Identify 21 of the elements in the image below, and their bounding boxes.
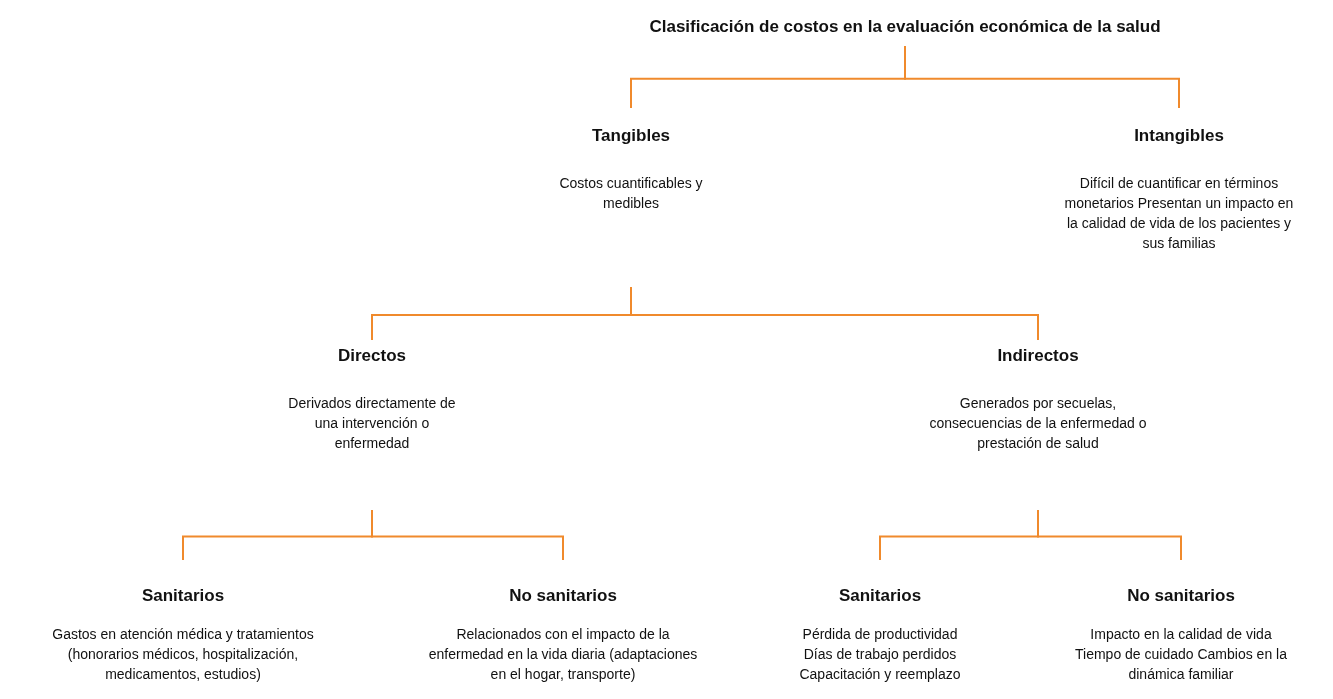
category-description: Pérdida de productividad Días de trabajo perdidos Capacitación y reemplazo [798, 625, 962, 684]
category-heading: Directos [338, 345, 406, 366]
category-heading: Indirectos [997, 345, 1079, 366]
category-description: Derivados directamente de una intervención o enfermedad [287, 394, 457, 453]
category-description: Gastos en atención médica y tratamientos (honorarios médicos, hospitalización, medicamentos, estudios) [51, 625, 315, 684]
category-heading: Tangibles [591, 125, 671, 146]
category-description: Costos cuantificables y medibles [558, 174, 704, 213]
connector-line [371, 509, 564, 561]
category-heading: No sanitarios [509, 585, 617, 606]
category-heading: No sanitarios [1127, 585, 1235, 606]
category-heading: Sanitarios [838, 585, 922, 606]
category-description: Impacto en la calidad de vida Tiempo de cuidado Cambios en la dinámica familiar [1074, 625, 1288, 684]
connector-line [904, 45, 1180, 109]
category-description: Generados por secuelas, consecuencias de la enfermedad o prestación de salud [928, 394, 1148, 453]
category-heading: Sanitarios [141, 585, 225, 606]
category-heading: Intangibles [1134, 125, 1224, 146]
category-description: Difícil de cuantificar en términos monetarios Presentan un impacto en la calidad de vida de los pacientes y sus familias [1064, 174, 1294, 253]
root-category-heading: Clasificación de costos en la evaluación económica de la salud [649, 16, 1161, 37]
connector-line [630, 286, 1039, 341]
category-description: Relacionados con el impacto de la enfermedad en la vida diaria (adaptaciones en el hogar, transporte) [428, 625, 698, 684]
connector-line [1037, 509, 1182, 561]
